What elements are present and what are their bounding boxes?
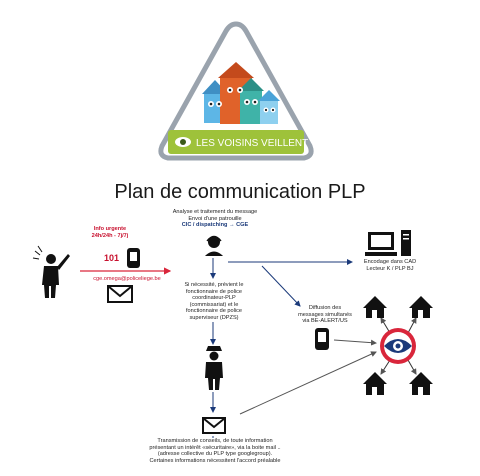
dispatch-line-2: Envoi d'une patrouille: [188, 215, 242, 222]
coordinator-line: superviseur (DPZS): [189, 314, 239, 321]
transmission-line: (adresse collective du PLP type googlegr…: [157, 451, 273, 458]
phone-icon: [127, 248, 140, 268]
person-alert-icon: [32, 245, 70, 298]
house-icon: [363, 372, 387, 395]
plp-logo-icon: [380, 328, 416, 364]
phone-icon: [315, 328, 329, 350]
logo-banner-text: LES VOISINS VEILLENT: [196, 138, 309, 149]
transmission-text: Transmission de conseils, de toute infor…: [120, 438, 310, 464]
coordinator-text: Si nécessité, prévient le fonctionnaire …: [170, 282, 258, 322]
encoding-text: Encodage dans CAD Lecteur K / PLP BJ: [350, 259, 430, 272]
coordinator-line: (commissariat) et le: [189, 301, 239, 308]
coordinator-line: Si nécessité, prévient le: [184, 282, 244, 288]
house-icon: [409, 296, 433, 318]
email-address: cge.omega@policeliege.be: [93, 276, 161, 282]
diffusion-line: messages simultanés: [298, 311, 352, 318]
house-icon: [363, 296, 387, 318]
operator-icon: [205, 235, 223, 256]
dispatch-text: Analyse et traitement du message Envoi d…: [160, 209, 270, 229]
encoding-line-1: Encodage dans CAD: [363, 259, 417, 265]
diffusion-line: Diffusion des: [308, 305, 342, 311]
coordinator-line: fonctionnaire de police: [186, 288, 242, 295]
transmission-line: présentant un intérêt «sécuritaire», via…: [149, 444, 281, 451]
house-icon: [409, 372, 433, 395]
transmission-line: Certaines informations nécessitent l'acc…: [149, 457, 281, 464]
transmission-line: Transmission de conseils, de toute infor…: [157, 438, 273, 444]
dispatch-line-1: Analyse et traitement du message: [172, 209, 258, 215]
urgent-hours: 24h/24h - 7j/7j: [91, 232, 129, 239]
diffusion-text: Diffusion des messages simultanés via BE…: [292, 305, 358, 325]
coordinator-line: coordinateur-PLP: [192, 295, 236, 302]
dispatch-line-3: CIC / dispatching → CGE: [181, 222, 249, 229]
coordinator-line: fonctionnaire de police: [186, 308, 242, 315]
envelope-icon: [202, 417, 226, 434]
urgent-info: Info urgente 24h/24h - 7j/7j: [88, 226, 132, 239]
envelope-icon: [107, 285, 133, 303]
diffusion-line: via BE-ALERT/US: [302, 318, 348, 325]
police-officer-icon: [205, 346, 223, 390]
page-title: Plan de communication PLP: [114, 181, 366, 203]
computer-icon: [365, 230, 411, 256]
emergency-number: 101: [104, 253, 120, 263]
encoding-line-2: Lecteur K / PLP BJ: [366, 265, 414, 272]
les-voisins-veillent-logo: [158, 21, 314, 161]
urgent-title: Info urgente: [93, 226, 127, 232]
